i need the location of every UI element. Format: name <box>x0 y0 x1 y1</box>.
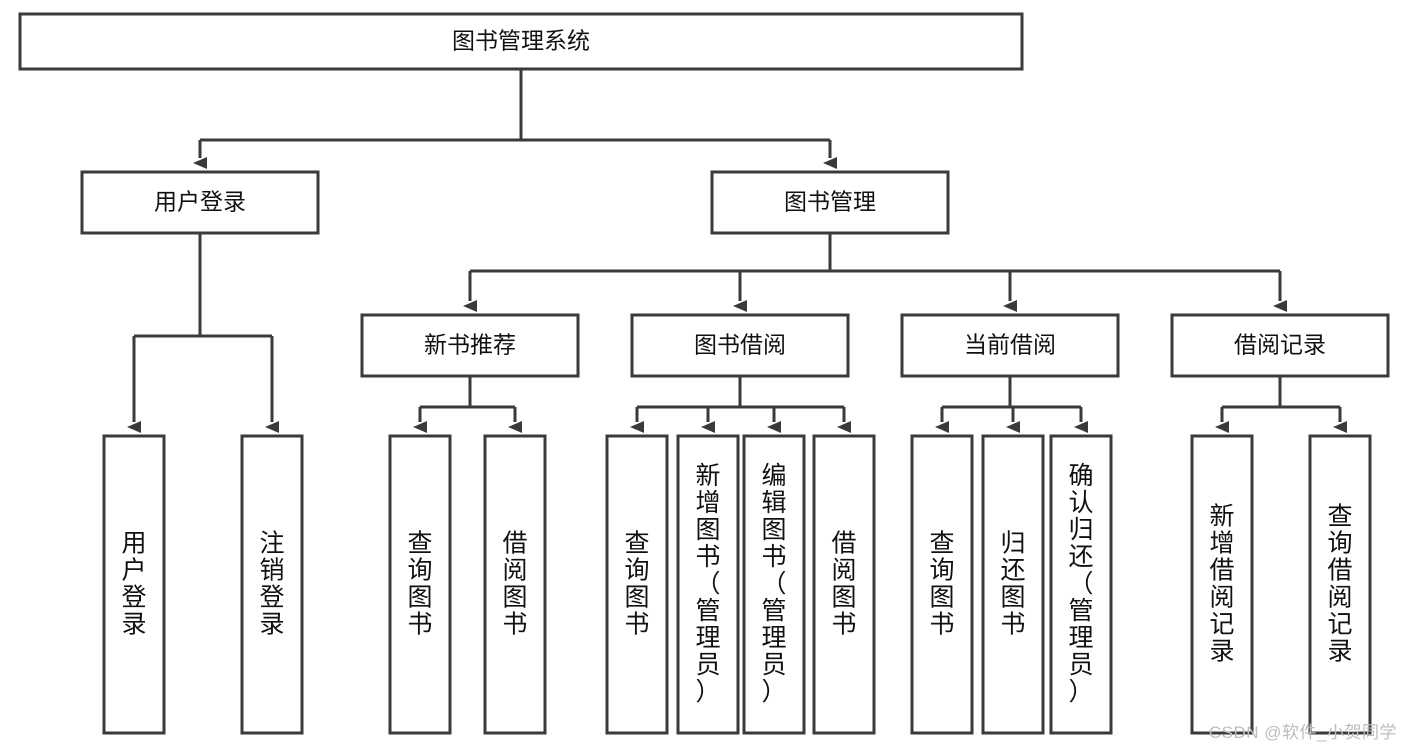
node-leaf-10-label: 确认归还（管理员） <box>1068 462 1093 706</box>
node-leaf-6[interactable]: 编辑图书（管理员） <box>742 434 806 735</box>
node-leaf-3-label: 借阅图书 <box>502 530 527 639</box>
node-leaf-8-rect[interactable] <box>910 434 974 735</box>
node-leaf-2-label: 查询图书 <box>407 530 432 639</box>
node-level2-1-label: 图书管理 <box>784 189 876 215</box>
node-leaf-0-label: 用户登录 <box>121 530 146 639</box>
node-leaf-7[interactable]: 借阅图书 <box>812 434 876 735</box>
node-level2-1-rect[interactable] <box>710 170 950 235</box>
node-leaf-2-rect[interactable] <box>388 434 452 735</box>
node-root[interactable]: 图书管理系统 <box>18 12 1024 71</box>
node-root-label: 图书管理系统 <box>452 28 590 54</box>
node-leaf-6-label: 编辑图书（管理员） <box>761 462 786 706</box>
node-leaf-3[interactable]: 借阅图书 <box>483 434 547 735</box>
connector-lines <box>127 69 1347 433</box>
node-level3-0[interactable]: 新书推荐 <box>360 313 580 378</box>
node-level2-0[interactable]: 用户登录 <box>80 170 320 235</box>
node-leaf-12-rect[interactable] <box>1308 434 1372 735</box>
node-leaf-5[interactable]: 新增图书（管理员） <box>676 434 740 735</box>
node-level3-1-label: 图书借阅 <box>694 332 786 358</box>
node-leaf-12[interactable]: 查询借阅记录 <box>1308 434 1372 735</box>
node-root-rect[interactable] <box>18 12 1024 71</box>
node-leaf-11-label: 新增借阅记录 <box>1209 503 1234 666</box>
node-level3-1-rect[interactable] <box>630 313 850 378</box>
node-leaf-4[interactable]: 查询图书 <box>605 434 669 735</box>
node-leaf-1-label: 注销登录 <box>259 530 284 639</box>
node-level3-2-rect[interactable] <box>900 313 1120 378</box>
node-leaf-1-rect[interactable] <box>240 434 304 735</box>
node-leaf-4-label: 查询图书 <box>624 530 649 639</box>
node-leaf-7-label: 借阅图书 <box>831 530 856 639</box>
node-level2-0-rect[interactable] <box>80 170 320 235</box>
node-leaf-10[interactable]: 确认归还（管理员） <box>1049 434 1113 735</box>
node-leaf-3-rect[interactable] <box>483 434 547 735</box>
node-leaf-0-rect[interactable] <box>102 434 166 735</box>
node-leaf-2[interactable]: 查询图书 <box>388 434 452 735</box>
node-level3-0-rect[interactable] <box>360 313 580 378</box>
node-leaf-10-rect[interactable] <box>1049 434 1113 735</box>
node-leaf-9[interactable]: 归还图书 <box>981 434 1045 735</box>
node-level3-3-label: 借阅记录 <box>1234 332 1326 358</box>
node-leaf-8-label: 查询图书 <box>929 530 954 639</box>
node-level3-3-rect[interactable] <box>1170 313 1390 378</box>
node-level3-2[interactable]: 当前借阅 <box>900 313 1120 378</box>
node-leaf-7-rect[interactable] <box>812 434 876 735</box>
node-boxes: 图书管理系统用户登录图书管理新书推荐图书借阅当前借阅借阅记录用户登录注销登录查询… <box>18 12 1390 735</box>
node-level2-0-label: 用户登录 <box>154 189 246 215</box>
node-leaf-5-label: 新增图书（管理员） <box>695 462 720 706</box>
node-level3-3[interactable]: 借阅记录 <box>1170 313 1390 378</box>
node-leaf-1[interactable]: 注销登录 <box>240 434 304 735</box>
node-leaf-9-label: 归还图书 <box>1000 530 1025 639</box>
node-leaf-4-rect[interactable] <box>605 434 669 735</box>
watermark-label: CSDN @软件_小贺同学 <box>1208 723 1397 742</box>
node-level2-1[interactable]: 图书管理 <box>710 170 950 235</box>
node-level3-2-label: 当前借阅 <box>964 332 1056 358</box>
node-leaf-0[interactable]: 用户登录 <box>102 434 166 735</box>
node-level3-1[interactable]: 图书借阅 <box>630 313 850 378</box>
node-leaf-11[interactable]: 新增借阅记录 <box>1190 434 1254 735</box>
node-leaf-9-rect[interactable] <box>981 434 1045 735</box>
node-level3-0-label: 新书推荐 <box>424 332 516 358</box>
node-leaf-8[interactable]: 查询图书 <box>910 434 974 735</box>
node-leaf-11-rect[interactable] <box>1190 434 1254 735</box>
node-leaf-12-label: 查询借阅记录 <box>1327 503 1352 666</box>
node-leaf-6-rect[interactable] <box>742 434 806 735</box>
node-leaf-5-rect[interactable] <box>676 434 740 735</box>
